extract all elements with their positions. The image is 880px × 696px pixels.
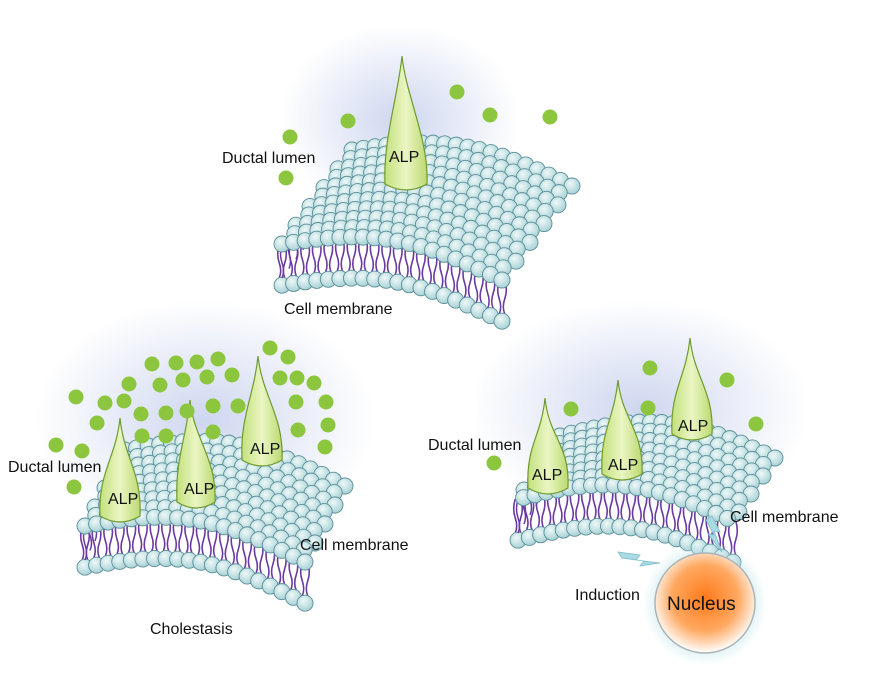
alp-particle <box>230 398 246 414</box>
alp-protein <box>527 397 569 495</box>
alp-particle <box>152 377 168 393</box>
lipid-tail <box>512 498 518 534</box>
alp-particle <box>642 360 658 376</box>
ductal-lumen-label-top: Ductal lumen <box>222 150 316 167</box>
alp-label-right-3: ALP <box>678 418 709 435</box>
alp-layer <box>99 55 713 523</box>
alp-label-right-1: ALP <box>532 467 563 484</box>
cholestasis-label: Cholestasis <box>150 621 233 638</box>
alp-particle <box>482 107 498 123</box>
lipid-head <box>296 594 314 612</box>
alp-particle <box>278 170 294 186</box>
alp-particle <box>179 403 195 419</box>
alp-particle <box>97 395 113 411</box>
alp-particle <box>199 369 215 385</box>
nucleus-label: Nucleus <box>667 594 736 615</box>
alp-particle <box>640 400 656 416</box>
alp-protein <box>384 55 428 191</box>
alp-particle <box>317 439 333 455</box>
alp-protein <box>601 379 643 481</box>
particle-layer <box>48 84 764 495</box>
alp-particle <box>272 370 288 386</box>
alp-particle <box>318 394 334 410</box>
alp-particle <box>68 389 84 405</box>
alp-particle <box>320 417 336 433</box>
alp-particle <box>340 113 356 129</box>
nucleus <box>643 541 767 665</box>
alp-label-right-2: ALP <box>608 457 639 474</box>
alp-protein <box>671 337 713 441</box>
lipid-head <box>718 509 736 527</box>
cell-membrane-label-right: Cell membrane <box>730 509 839 526</box>
ductal-lumen-label-left: Ductal lumen <box>8 459 102 476</box>
lipid-head <box>493 312 511 330</box>
alp-label-left-2: ALP <box>184 481 215 498</box>
alp-particle <box>133 406 149 422</box>
alp-particle <box>158 428 174 444</box>
alp-particle <box>168 355 184 371</box>
alp-particle <box>134 428 150 444</box>
alp-protein <box>241 355 283 467</box>
alp-particle <box>289 370 305 386</box>
alp-particle <box>121 376 137 392</box>
lipid-tail <box>515 498 521 534</box>
alp-particle <box>74 443 90 459</box>
membrane-bilayer <box>273 134 581 330</box>
ductal-lumen-label-right: Ductal lumen <box>428 437 522 454</box>
alp-protein <box>99 417 141 523</box>
alp-particle <box>748 416 764 432</box>
cell-membrane-label-top: Cell membrane <box>284 301 393 318</box>
alp-particle <box>542 109 558 125</box>
alp-particle <box>175 372 191 388</box>
cell-membrane-label-left: Cell membrane <box>300 537 409 554</box>
alp-particle <box>306 375 322 391</box>
alp-particle <box>116 393 132 409</box>
alp-particle <box>158 405 174 421</box>
alp-particle <box>205 424 221 440</box>
induction-lightning-icon <box>617 515 723 567</box>
alp-particle <box>66 479 82 495</box>
lipid-head <box>296 553 314 571</box>
alp-particle <box>224 367 240 383</box>
alp-particle <box>280 349 296 365</box>
alp-particle <box>288 394 304 410</box>
alp-particle <box>282 129 298 145</box>
alp-particle <box>449 84 465 100</box>
alp-particle <box>210 351 226 367</box>
lipid-head <box>493 271 511 289</box>
alp-particle <box>262 340 278 356</box>
alp-label-top: ALP <box>389 149 420 166</box>
alp-label-left-1: ALP <box>108 491 139 508</box>
alp-particle <box>144 356 160 372</box>
alp-particle <box>205 398 221 414</box>
alp-particle <box>290 422 306 438</box>
alp-particle <box>89 415 105 431</box>
alp-particle <box>563 401 579 417</box>
alp-particle <box>189 354 205 370</box>
alp-particle <box>48 437 64 453</box>
alp-particle <box>719 372 735 388</box>
alp-particle <box>486 455 502 471</box>
alp-label-left-3: ALP <box>250 441 281 458</box>
alp-protein <box>176 399 216 509</box>
induction-label: Induction <box>575 587 640 604</box>
